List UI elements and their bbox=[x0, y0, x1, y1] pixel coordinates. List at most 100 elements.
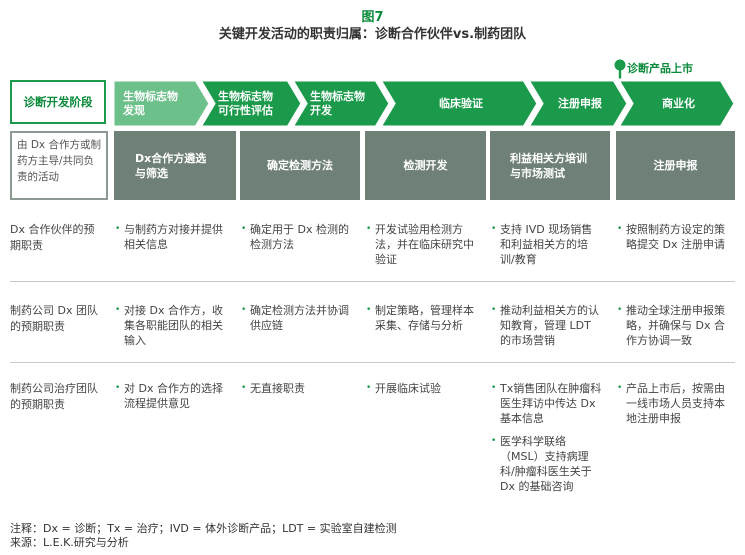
stage-label: 生物标志物开发 bbox=[310, 80, 376, 127]
table-cell: •制定策略，管理样本采集、存储与分析 bbox=[365, 303, 477, 341]
activity-box: 利益相关方培训与市场测试 bbox=[490, 131, 610, 200]
bullet-item: •医学科学联络（MSL）支持病理科/肿瘤科医生关于 Dx 的基础咨询 bbox=[491, 434, 602, 494]
bullet-text: 产品上市后，按需由一线市场人员支持本地注册申报 bbox=[626, 382, 725, 425]
stage-label-text: 生物标志物发现 bbox=[123, 89, 178, 117]
bullet-item: •按照制药方设定的策略提交 Dx 注册申请 bbox=[617, 222, 728, 252]
row-label: Dx 合作伙伴的预期职责 bbox=[10, 223, 95, 252]
bullet-item: •对 Dx 合作方的选择流程提供意见 bbox=[115, 381, 226, 411]
bullet-text: 医学科学联络（MSL）支持病理科/肿瘤科医生关于 Dx 的基础咨询 bbox=[500, 435, 592, 493]
bullet-item: •推动全球注册申报策略，并确保与 Dx 合作方协调一致 bbox=[617, 303, 728, 348]
bullet-text: 与制药方对接并提供相关信息 bbox=[124, 223, 223, 251]
row-divider bbox=[10, 281, 735, 282]
bullet-icon: • bbox=[617, 383, 623, 393]
table-cell: •对 Dx 合作方的选择流程提供意见 bbox=[114, 381, 226, 419]
table-cell: •确定用于 Dx 检测的检测方法 bbox=[240, 222, 352, 260]
milestone-pin-icon bbox=[614, 59, 626, 81]
bullet-text: 确定检测方法并协调供应链 bbox=[250, 304, 349, 332]
bullet-text: 开展临床试验 bbox=[375, 382, 441, 395]
activity-header: 由 Dx 合作方或制药方主导/共同负责的活动 bbox=[10, 131, 108, 200]
activity-box: 检测开发 bbox=[365, 131, 486, 200]
table-cell: •按照制药方设定的策略提交 Dx 注册申请 bbox=[616, 222, 728, 260]
stage-arrow bbox=[111, 78, 212, 129]
source: 来源：L.E.K.研究与分析 bbox=[10, 536, 129, 549]
row-label: 制药公司治疗团队的预期职责 bbox=[10, 382, 98, 411]
bullet-icon: • bbox=[241, 305, 247, 315]
table-cell: •与制药方对接并提供相关信息 bbox=[114, 222, 226, 260]
bullet-icon: • bbox=[491, 436, 497, 446]
stage-arrow bbox=[289, 78, 392, 129]
activity-label: 注册申报 bbox=[653, 159, 698, 172]
bullet-item: •推动利益相关方的认知教育，管理 LDT 的市场营销 bbox=[491, 303, 602, 348]
bullet-text: 按照制药方设定的策略提交 Dx 注册申请 bbox=[626, 223, 725, 251]
bullet-item: •Tx销售团队在肿瘤科医生拜访中传达 Dx 基本信息 bbox=[491, 381, 602, 426]
bullet-text: 开发试验用检测方法，并在临床研究中验证 bbox=[375, 223, 474, 266]
bullet-item: •确定用于 Dx 检测的检测方法 bbox=[241, 222, 352, 252]
bullet-text: 对 Dx 合作方的选择流程提供意见 bbox=[124, 382, 223, 410]
bullet-icon: • bbox=[491, 224, 497, 234]
bullet-icon: • bbox=[241, 224, 247, 234]
bullet-text: 对接 Dx 合作方，收集各职能团队的相关输入 bbox=[124, 304, 223, 347]
table-cell: •无直接职责 bbox=[240, 381, 352, 404]
table-cell: •推动全球注册申报策略，并确保与 Dx 合作方协调一致 bbox=[616, 303, 728, 356]
milestone-label: 诊断产品上市 bbox=[627, 62, 693, 75]
activity-label: 利益相关方培训与市场测试 bbox=[510, 151, 587, 180]
stage-label: 生物标志物可行性评估 bbox=[218, 80, 288, 127]
stage-arrows bbox=[111, 78, 737, 129]
bullet-item: •对接 Dx 合作方，收集各职能团队的相关输入 bbox=[115, 303, 226, 348]
bullet-icon: • bbox=[241, 383, 247, 393]
bullet-icon: • bbox=[115, 305, 121, 315]
table-cell: •确定检测方法并协调供应链 bbox=[240, 303, 352, 341]
bullet-item: •制定策略，管理样本采集、存储与分析 bbox=[366, 303, 477, 333]
table-cell: •Tx销售团队在肿瘤科医生拜访中传达 Dx 基本信息•医学科学联络（MSL）支持… bbox=[490, 381, 602, 502]
bullet-item: •开发试验用检测方法，并在临床研究中验证 bbox=[366, 222, 477, 267]
bullet-item: •确定检测方法并协调供应链 bbox=[241, 303, 352, 333]
bullet-text: 确定用于 Dx 检测的检测方法 bbox=[250, 223, 349, 251]
stage-label-text: 注册申报 bbox=[558, 96, 602, 110]
table-cell: •支持 IVD 现场销售和利益相关方的培训/教育 bbox=[490, 222, 602, 275]
stage-label-text: 生物标志物可行性评估 bbox=[218, 89, 273, 117]
stage-label: 商业化 bbox=[636, 80, 721, 127]
row-divider bbox=[10, 362, 735, 363]
stage-arrow bbox=[197, 78, 304, 129]
bullet-item: •产品上市后，按需由一线市场人员支持本地注册申报 bbox=[617, 381, 728, 426]
stage-arrow bbox=[525, 78, 630, 129]
table-cell: •产品上市后，按需由一线市场人员支持本地注册申报 bbox=[616, 381, 728, 434]
bullet-text: 制定策略，管理样本采集、存储与分析 bbox=[375, 304, 474, 332]
activity-box: 确定检测方法 bbox=[240, 131, 360, 200]
activity-box: Dx合作方遴选与筛选 bbox=[114, 131, 236, 200]
stage-label-text: 生物标志物开发 bbox=[310, 89, 365, 117]
stage-label: 临床验证 bbox=[398, 80, 524, 127]
bullet-icon: • bbox=[115, 224, 121, 234]
figure-label: 图7 bbox=[361, 10, 384, 25]
notes: 注释：Dx = 诊断；Tx = 治疗；IVD = 体外诊断产品；LDT = 实验… bbox=[10, 522, 397, 550]
bullet-text: 无直接职责 bbox=[250, 382, 305, 395]
bullet-icon: • bbox=[617, 305, 623, 315]
bullet-icon: • bbox=[366, 383, 372, 393]
bullet-item: •开展临床试验 bbox=[366, 381, 477, 396]
bullet-icon: • bbox=[366, 305, 372, 315]
stage-label-text: 商业化 bbox=[662, 96, 695, 110]
stage-header: 诊断开发阶段 bbox=[10, 80, 106, 124]
activity-label: 确定检测方法 bbox=[267, 159, 333, 172]
bullet-item: •无直接职责 bbox=[241, 381, 352, 396]
table-cell: •推动利益相关方的认知教育，管理 LDT 的市场营销 bbox=[490, 303, 602, 356]
row-label: 制药公司 Dx 团队的预期职责 bbox=[10, 304, 98, 333]
table-cell: •对接 Dx 合作方，收集各职能团队的相关输入 bbox=[114, 303, 226, 356]
stage-arrow bbox=[615, 78, 737, 129]
bullet-icon: • bbox=[617, 224, 623, 234]
stage-label: 生物标志物发现 bbox=[123, 80, 198, 127]
table-cell: •开展临床试验 bbox=[365, 381, 477, 404]
bullet-icon: • bbox=[115, 383, 121, 393]
bullet-icon: • bbox=[491, 383, 497, 393]
bullet-icon: • bbox=[366, 224, 372, 234]
bullet-text: 支持 IVD 现场销售和利益相关方的培训/教育 bbox=[500, 223, 593, 266]
stage-arrow bbox=[377, 78, 540, 129]
activity-box: 注册申报 bbox=[616, 131, 735, 200]
bullet-text: 推动利益相关方的认知教育，管理 LDT 的市场营销 bbox=[500, 304, 599, 347]
stage-label-text: 临床验证 bbox=[439, 96, 483, 110]
stage-label: 注册申报 bbox=[546, 80, 614, 127]
bullet-text: Tx销售团队在肿瘤科医生拜访中传达 Dx 基本信息 bbox=[500, 382, 602, 425]
figure-title: 关键开发活动的职责归属：诊断合作伙伴vs.制药团队 bbox=[218, 27, 527, 42]
activity-label: 检测开发 bbox=[403, 159, 448, 172]
